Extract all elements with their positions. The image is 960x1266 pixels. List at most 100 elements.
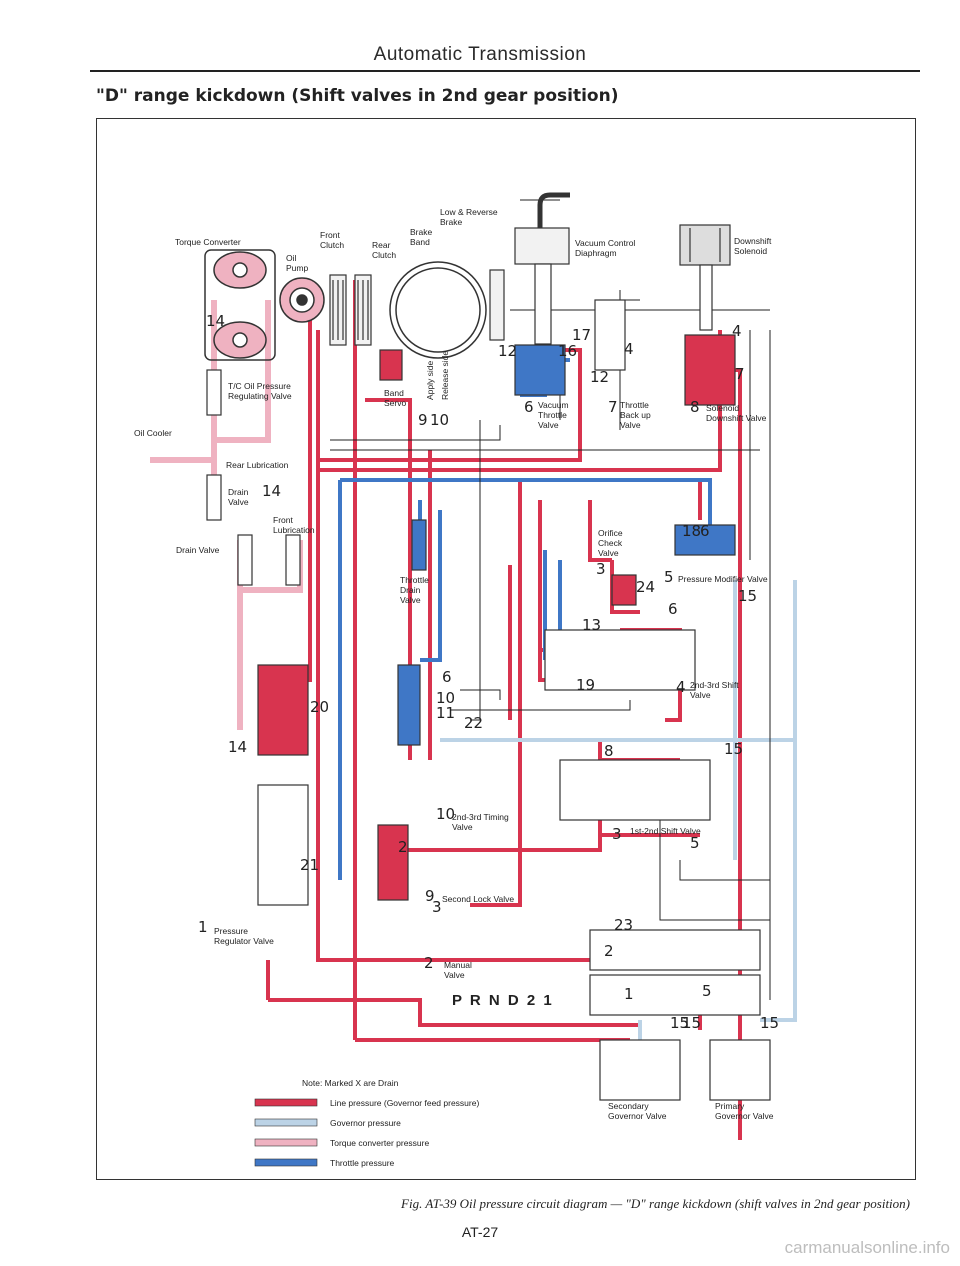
legend-line-pressure: Line pressure (Governor feed pressure) — [330, 1098, 480, 1108]
governor-pressure-lines — [440, 580, 797, 1050]
low-reverse-brake-label: Low & Reverse Brake — [440, 207, 498, 227]
second-lock-label: Second Lock Valve — [442, 894, 515, 904]
legend-swatch — [254, 1158, 318, 1167]
line-number: 14 — [228, 738, 248, 756]
line-pressure-lines — [266, 280, 760, 1140]
pressure-regulator-label: Pressure Regulator Valve — [214, 926, 274, 946]
torque-converter — [204, 249, 276, 361]
brake-band-label: Brake Band — [410, 227, 433, 247]
legend-swatch — [254, 1118, 318, 1127]
rear-lubrication-label: Rear Lubrication — [226, 460, 289, 470]
line-number: 14 — [206, 312, 226, 330]
line-number: 6 — [442, 668, 452, 686]
line-number: 24 — [636, 578, 656, 596]
line-number: 15 — [682, 1014, 702, 1032]
vacuum-diaphragm — [514, 192, 570, 345]
line-number: 3 — [432, 898, 442, 916]
header-rule — [90, 70, 920, 72]
low-reverse-brake — [489, 269, 505, 341]
line-number: 23 — [614, 916, 634, 934]
legend-swatch — [254, 1098, 318, 1107]
line-number: 15 — [670, 1014, 690, 1032]
line-number: 15 — [760, 1014, 780, 1032]
front-clutch-label: Front Clutch — [320, 230, 345, 250]
oil-pump-label: Oil Pump — [286, 253, 309, 273]
line-number: 13 — [582, 616, 602, 634]
line-number: 7 — [735, 365, 745, 383]
drain-note: Note: Marked X are Drain — [302, 1078, 399, 1088]
line-number: 22 — [464, 714, 484, 732]
line-number: 3 — [596, 560, 606, 578]
drain-valve-2-label: Drain Valve — [176, 545, 220, 555]
line-number: 4 — [624, 340, 634, 358]
valve-bodies — [206, 299, 771, 1101]
tc-oil-pressure-label: T/C Oil Pressure Regulating Valve — [228, 381, 292, 401]
page-header: Automatic Transmission — [373, 44, 587, 65]
throttle-drain-label: Throttle Drain Valve — [400, 575, 429, 605]
line-number: 2 — [604, 942, 614, 960]
drain-valve-1-label: Drain Valve — [228, 487, 249, 507]
figure-caption: Fig. AT-39 Oil pressure circuit diagram … — [401, 1196, 910, 1211]
pressure-modifier-label: Pressure Modifier Valve — [678, 574, 768, 584]
band-servo-label: Band Servo — [384, 388, 407, 408]
manual-valve-label: Manual Valve — [444, 960, 472, 980]
secondary-governor-label: Secondary Governor Valve — [608, 1101, 667, 1121]
line-number: 10 — [436, 689, 456, 707]
line-number: 8 — [604, 742, 614, 760]
page-number: AT-27 — [461, 1224, 499, 1240]
front-lubrication-label: Front Lubrication — [273, 515, 315, 535]
rear-clutch-label: Rear Clutch — [372, 240, 397, 260]
circled-number-2: 2 — [424, 954, 434, 972]
circled-number-9: 9 — [425, 887, 435, 905]
front-clutch — [329, 274, 347, 346]
line-number: 6 — [700, 522, 710, 540]
line-number: 2 — [398, 838, 408, 856]
circled-number-4: 4 — [676, 678, 686, 696]
vacuum-throttle-label: Vacuum Throttle Valve — [538, 400, 569, 430]
apply-side-label: Apply side — [425, 360, 435, 400]
downshift-solenoid-label: Downshift Solenoid — [734, 236, 772, 256]
brake-band-drum — [389, 261, 487, 359]
line-number: 20 — [310, 698, 330, 716]
primary-governor-label: Primary Governor Valve — [715, 1101, 774, 1121]
downshift-solenoid — [679, 224, 731, 331]
throttle-backup-label: Throttle Back up Valve — [620, 400, 651, 430]
timing-23-label: 2nd-3rd Timing Valve — [452, 812, 509, 832]
circled-number-1: 1 — [198, 918, 208, 936]
circled-number-6: 6 — [524, 398, 534, 416]
watermark: carmanualsonline.info — [784, 1238, 950, 1257]
legend-swatch — [254, 1138, 318, 1147]
line-number: 11 — [436, 704, 456, 722]
line-number: 18 — [682, 522, 702, 540]
line-number: 14 — [262, 482, 282, 500]
solenoid-downshift-label: Solenoid Downshift Valve — [706, 403, 767, 423]
torque-converter-label: Torque Converter — [175, 237, 241, 247]
legend-converter-pressure: Torque converter pressure — [330, 1138, 430, 1148]
line-number: 16 — [558, 342, 578, 360]
line-number: 12 — [498, 342, 518, 360]
legend-swatches — [254, 1098, 318, 1167]
circled-number-8: 8 — [690, 398, 700, 416]
circled-number-5: 5 — [664, 568, 674, 586]
line-number: 4 — [732, 322, 742, 340]
circled-number-7: 7 — [608, 398, 618, 416]
rear-clutch — [354, 274, 372, 346]
line-number: 15 — [724, 740, 744, 758]
line-number: 10 — [430, 411, 450, 429]
line-number: 5 — [702, 982, 712, 1000]
oil-cooler-label: Oil Cooler — [134, 428, 172, 438]
line-number: 15 — [738, 587, 758, 605]
circled-number-10: 10 — [436, 805, 456, 823]
line-number: 12 — [590, 368, 610, 386]
legend-throttle-pressure: Throttle pressure — [330, 1158, 395, 1168]
band-servo — [379, 349, 403, 381]
line-number: 9 — [418, 411, 428, 429]
circled-number-3: 3 — [612, 825, 622, 843]
oil-pump — [279, 277, 325, 323]
line-number: 21 — [300, 856, 320, 874]
page-subtitle: "D" range kickdown (Shift valves in 2nd … — [96, 86, 619, 106]
vacuum-control-label: Vacuum Control Diaphragm — [575, 238, 636, 258]
line-number: 17 — [572, 326, 592, 344]
line-number: 1 — [624, 985, 634, 1003]
